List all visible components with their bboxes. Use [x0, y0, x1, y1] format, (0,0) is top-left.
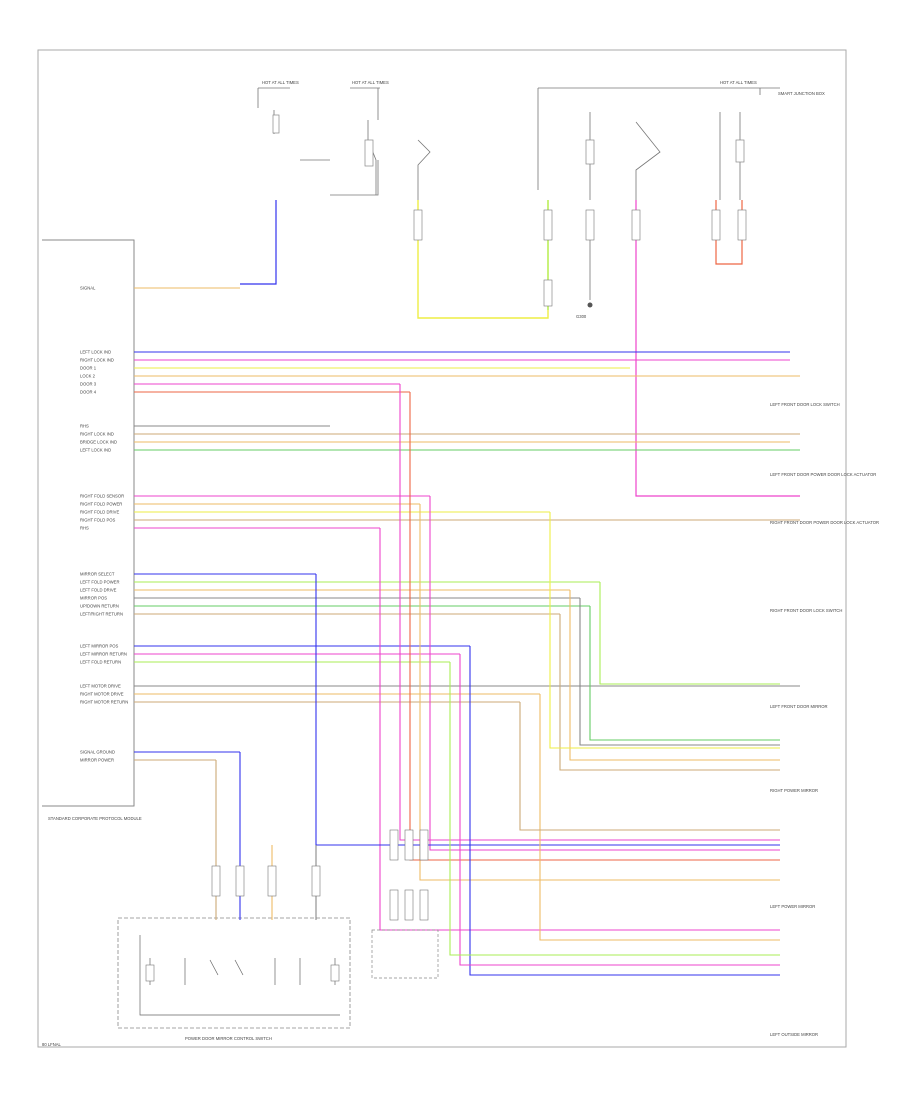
component-label-2: LEFT FRONT DOOR POWER DOOR LOCK ACTUATOR — [770, 472, 876, 477]
harness-drop-1 — [429, 496, 780, 851]
harness-drop-10 — [539, 694, 780, 941]
harness-drop-8 — [459, 654, 780, 966]
component-label-8: LEFT OUTSIDE MIRROR — [770, 1032, 818, 1037]
pin-label-19: LEFT FOLD DRIVE — [80, 588, 117, 593]
module-block — [42, 239, 135, 807]
pin-label-2: LEFT LOCK IND — [80, 350, 111, 355]
harness-drop-12 — [559, 614, 780, 771]
switch-label: POWER DOOR MIRROR CONTROL SWITCH — [185, 1036, 272, 1041]
pin-label-16: RHS — [80, 526, 89, 531]
pin-label-27: RIGHT MOTOR DRIVE — [80, 692, 124, 697]
hot-label-1: HOT AT ALL TIMES — [262, 80, 299, 85]
pin-label-17: MIRROR SELECT — [80, 572, 115, 577]
ground-label: G300 — [576, 314, 587, 319]
ground-point — [587, 302, 593, 308]
fuses — [272, 114, 745, 167]
pin-label-4: DOOR 1 — [80, 366, 97, 371]
pin-label-11: LEFT LOCK IND — [80, 448, 111, 453]
pin-label-12: RIGHT FOLD SENSOR — [80, 494, 124, 499]
pin-label-30: MIRROR POWER — [80, 758, 114, 763]
hot-label-2: HOT AT ALL TIMES — [352, 80, 389, 85]
mirror-switch-assembly — [117, 917, 351, 1029]
harness-drop-13 — [569, 590, 780, 761]
harness-drop-16 — [599, 582, 780, 685]
pin-label-25: LEFT FOLD RETURN — [80, 660, 121, 665]
module-pin-labels: SIGNAL LEFT LOCK IND RIGHT LOCK IND DOOR 1 L… — [80, 286, 128, 763]
right-components: LEFT FRONT DOOR LOCK SWITCH LEFT FRONT DO… — [770, 402, 879, 1037]
pin-label-8: RHS — [80, 424, 89, 429]
harness-wires — [134, 287, 800, 976]
pin-label-5: LOCK 2 — [80, 374, 96, 379]
harness-drop-15 — [589, 606, 780, 741]
harness-drop-2 — [419, 504, 780, 881]
component-label-5: LEFT FRONT DOOR MIRROR — [770, 704, 828, 709]
diagram-text: STANDARD CORPORATE PROTOCOL MODULE POWER… — [42, 80, 825, 1047]
connectors-top — [413, 209, 747, 307]
wire-blue-feed — [240, 200, 277, 285]
pin-label-28: RIGHT MOTOR RETURN — [80, 700, 128, 705]
wire-pink-long — [635, 200, 800, 497]
pin-label-29: SIGNAL GROUND — [80, 750, 115, 755]
harness-drop-17 — [549, 512, 780, 749]
harness-drop-7 — [469, 646, 780, 976]
harness-drop-11 — [519, 702, 780, 831]
pin-label-10: BRIDGE LOCK IND — [80, 440, 117, 445]
switch-wires — [215, 752, 317, 920]
switch-connectors — [211, 865, 321, 897]
right-mirror-box — [371, 929, 439, 979]
pin-label-7: DOOR 4 — [80, 390, 97, 395]
wire-yellow-ground — [417, 200, 549, 319]
harness-drop-4 — [399, 384, 780, 841]
pin-label-13: RIGHT FOLD POWER — [80, 502, 122, 507]
harness-drop-6 — [315, 574, 780, 846]
component-label-6: RIGHT POWER MIRROR — [770, 788, 818, 793]
pin-label-21: UP/DOWN RETURN — [80, 604, 119, 609]
pin-label-9: RIGHT LOCK IND — [80, 432, 114, 437]
pin-label-6: DOOR 3 — [80, 382, 97, 387]
harness-drop-14 — [579, 598, 780, 746]
module-label: STANDARD CORPORATE PROTOCOL MODULE — [48, 816, 142, 821]
fuse-panel-label: SMART JUNCTION BOX — [778, 91, 825, 96]
harness-drop-3 — [409, 392, 780, 861]
top-feeds — [257, 87, 780, 200]
pin-label-18: LEFT FOLD POWER — [80, 580, 119, 585]
diagram-border — [37, 49, 847, 1048]
pin-label-1: SIGNAL — [80, 286, 96, 291]
pin-label-26: LEFT MOTOR DRIVE — [80, 684, 121, 689]
pin-label-24: LEFT MIRROR RETURN — [80, 652, 127, 657]
hot-label-3: HOT AT ALL TIMES — [720, 80, 757, 85]
pin-label-20: MIRROR POS — [80, 596, 107, 601]
pin-label-3: RIGHT LOCK IND — [80, 358, 114, 363]
pin-label-14: RIGHT FOLD DRIVE — [80, 510, 119, 515]
footer-label: 80 LFNAL — [42, 1042, 62, 1047]
pin-label-23: LEFT MIRROR POS — [80, 644, 119, 649]
harness-drop-9 — [449, 662, 780, 956]
pin-label-22: LEFT/RIGHT RETURN — [80, 612, 123, 617]
mirror-connectors — [389, 829, 429, 921]
component-label-1: LEFT FRONT DOOR LOCK SWITCH — [770, 402, 840, 407]
component-label-4: RIGHT FRONT DOOR LOCK SWITCH — [770, 608, 842, 613]
pin-label-15: RIGHT FOLD POS — [80, 518, 115, 523]
component-label-7: LEFT POWER MIRROR — [770, 904, 815, 909]
component-label-3: RIGHT FRONT DOOR POWER DOOR LOCK ACTUATO… — [770, 520, 879, 525]
